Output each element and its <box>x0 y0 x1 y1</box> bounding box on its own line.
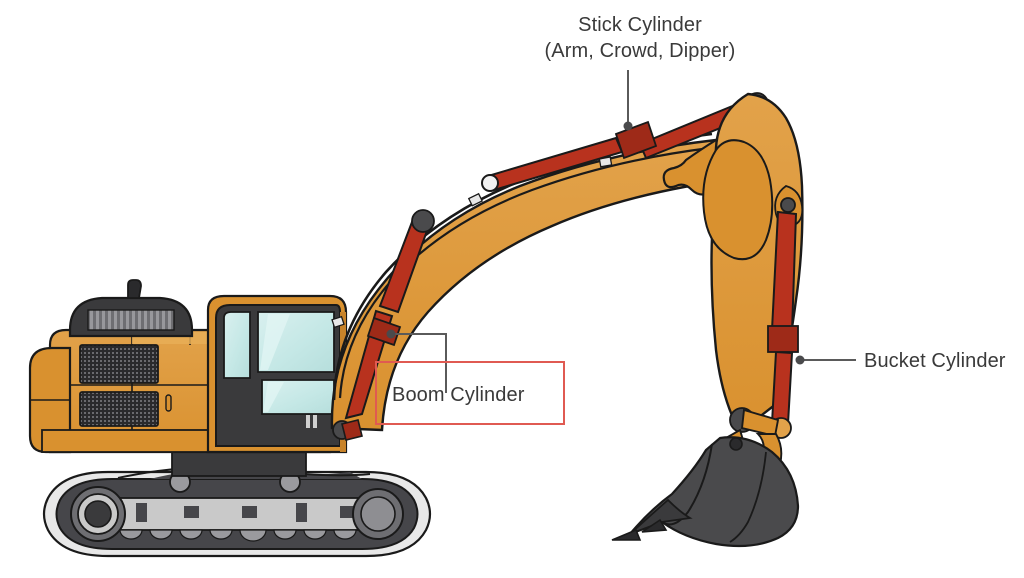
label-boom-cylinder-highlight-box <box>375 361 565 425</box>
label-stick-cylinder: Stick Cylinder (Arm, Crowd, Dipper) <box>512 12 768 64</box>
label-stick-cylinder-line1: Stick Cylinder <box>578 14 702 36</box>
operator-cab <box>206 294 348 454</box>
leader-line-boom <box>394 333 447 393</box>
leader-dot-boom <box>386 329 396 339</box>
label-bucket-cylinder: Bucket Cylinder <box>864 350 1006 372</box>
bucket-cylinder <box>767 210 799 439</box>
bucket <box>611 436 800 548</box>
leader-lines <box>386 70 856 393</box>
boom-cylinder <box>341 209 435 441</box>
engine-hood <box>68 279 194 338</box>
label-stick-cylinder-line2: (Arm, Crowd, Dipper) <box>544 40 736 62</box>
leader-dot-stick <box>623 121 633 131</box>
stick-arm <box>702 92 804 434</box>
cab-handle-detail <box>306 415 317 428</box>
side-grille-panels <box>79 344 172 427</box>
label-boom-cylinder: Boom Cylinder <box>392 384 525 406</box>
crawler-track <box>42 451 432 558</box>
leader-dot-bucket <box>795 355 805 365</box>
